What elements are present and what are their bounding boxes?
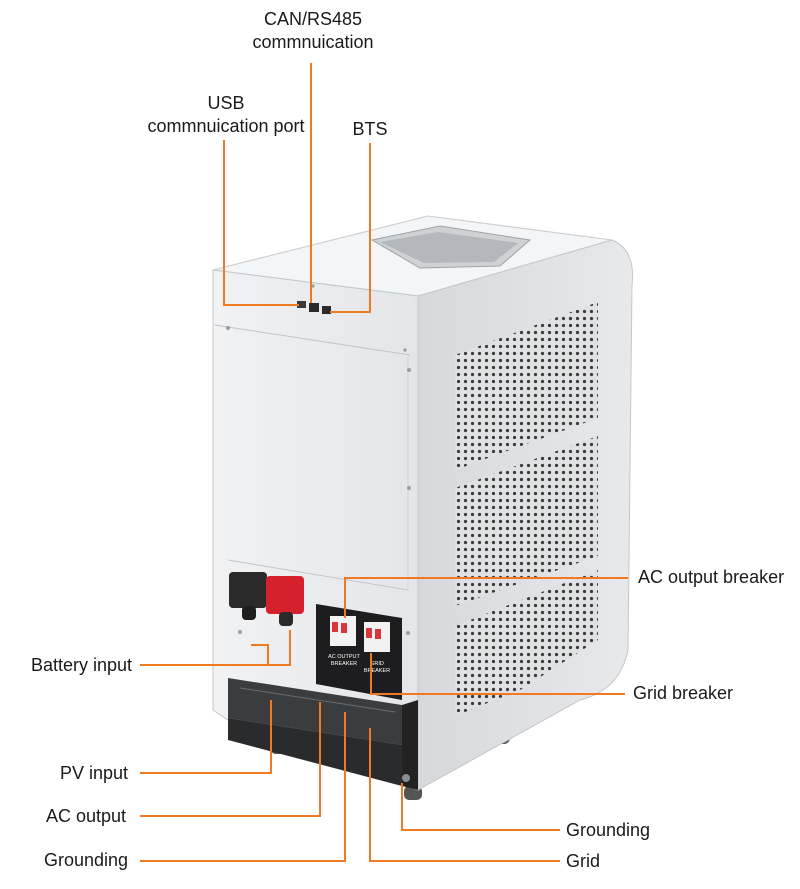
front-seam-upper xyxy=(214,324,411,356)
pv-input-leader xyxy=(140,700,272,774)
can-rs485-port xyxy=(309,303,319,312)
label-bts: BTS xyxy=(352,119,388,139)
label-ac-output-breaker: AC output breaker xyxy=(638,567,785,587)
ac-output-leader xyxy=(140,702,321,817)
front-seam-lower xyxy=(227,559,409,591)
screw xyxy=(226,326,230,330)
grid-leader xyxy=(369,728,560,862)
vent-grid-top xyxy=(455,302,598,470)
grounding-left-leader xyxy=(140,712,346,862)
label-ac-output: AC output xyxy=(46,806,127,826)
screw xyxy=(311,284,315,288)
label-pv-input: PV input xyxy=(60,763,129,783)
battery-input-leader-a xyxy=(140,644,269,666)
label-usb-line1: USB xyxy=(207,93,245,113)
label-can-rs485-line2: commnuication xyxy=(252,32,374,52)
label-can-rs485-line1: CAN/RS485 xyxy=(263,9,363,29)
screw xyxy=(406,631,410,635)
grounding-right-leader xyxy=(401,783,560,831)
grounding-screw xyxy=(402,774,410,782)
screw xyxy=(407,368,411,372)
label-grounding-left: Grounding xyxy=(44,850,129,870)
usb-leader xyxy=(223,140,299,306)
communication-ports xyxy=(297,301,331,314)
vent-grid-middle xyxy=(455,436,598,606)
label-battery-input: Battery input xyxy=(31,655,133,675)
battery-input-leader-b xyxy=(268,630,291,666)
ac-output-breaker-leader xyxy=(344,577,628,618)
bts-leader xyxy=(330,143,371,313)
ac-output-breaker-print-1: AC OUTPUT xyxy=(328,654,360,660)
terminal-base-side xyxy=(402,700,418,790)
bts-port xyxy=(322,306,331,314)
grid-breaker-leader xyxy=(370,653,625,695)
battery-terminal-negative-post xyxy=(242,606,256,620)
label-can-rs485: CAN/RS485 commnuication xyxy=(238,8,388,54)
screw xyxy=(403,348,407,352)
usb-port xyxy=(297,301,306,308)
breaker-box xyxy=(316,604,402,700)
screws xyxy=(226,284,411,635)
breaker-toggle xyxy=(332,622,338,632)
terminal-base-detail xyxy=(239,687,396,713)
ac-output-breaker-print-2: BREAKER xyxy=(331,661,357,667)
grid-breaker-print-1: GRID xyxy=(370,661,384,667)
battery-terminal-positive-post xyxy=(279,612,293,626)
breaker-toggle xyxy=(341,623,347,633)
grid-breaker-print-2: BREAKER xyxy=(364,668,390,674)
top-tray-inner xyxy=(380,232,518,263)
battery-terminals xyxy=(229,572,304,626)
label-grid: Grid xyxy=(566,851,601,871)
battery-terminal-positive xyxy=(266,576,304,614)
label-usb: USB commnuication port xyxy=(136,92,316,138)
label-usb-line2: commnuication port xyxy=(147,116,305,136)
screw xyxy=(407,486,411,490)
label-grid-breaker: Grid breaker xyxy=(633,683,734,703)
terminal-base-top xyxy=(228,678,402,745)
screw xyxy=(238,630,242,634)
battery-terminal-negative xyxy=(229,572,267,608)
breaker-toggle xyxy=(366,628,372,638)
vent-grid-bottom xyxy=(455,570,598,716)
callout-lines xyxy=(140,63,628,862)
label-grounding-right: Grounding xyxy=(566,820,651,840)
breaker-toggle xyxy=(375,629,381,639)
